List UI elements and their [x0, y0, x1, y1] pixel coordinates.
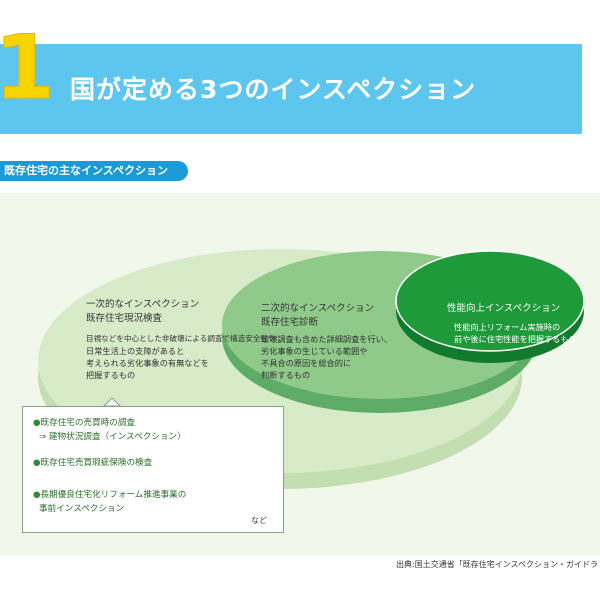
header-band [0, 44, 582, 134]
circle-1-title: 一次的なインスペクション 既存住宅現況検査 [86, 299, 200, 324]
list-item: ●既存住宅の売買時の調査 [33, 418, 136, 428]
circle-1-body: 目視などを中心とした非破壊による調査で構造安全性や 日常生活上の支障があると 考… [86, 334, 276, 380]
page-title: 国が定める3つのインスペクション [70, 75, 477, 104]
section-number: 1 [0, 16, 56, 119]
circle-2-body: 破壊調査も含めた詳細調査を行い、 劣化事象の生じている範囲や 不具合の原因を総合… [261, 334, 393, 380]
circle-3-title: 性能向上インスペクション [447, 303, 561, 314]
list-etc: など [251, 516, 267, 525]
list-item: ●長期優良住宅化リフォーム推進事業の [33, 490, 187, 500]
circle-3-body: 性能向上リフォーム実施時の 前や後に住宅性能を把握するもの [454, 322, 577, 344]
circle-2-title: 二次的なインスペクション 既存住宅診断 [261, 303, 375, 328]
inner-disc-top [395, 250, 585, 352]
list-item: ●既存住宅売買瑕疵保険の検査 [33, 458, 153, 468]
bullet-icon: ● [33, 458, 41, 468]
subheading-tab: 既存住宅の主なインスペクション [0, 161, 188, 181]
inspection-list-box: ●既存住宅の売買時の調査 ⇒ 建物状況調査（インスペクション） ●既存住宅売買瑕… [22, 406, 284, 533]
source-note: 出典:国土交通省「既存住宅インスペクション・ガイドラ [396, 560, 598, 569]
list-item-sub: 事前インスペクション [39, 504, 125, 514]
list-item-sub: ⇒ 建物状況調査（インスペクション） [39, 432, 186, 442]
bullet-icon: ● [33, 418, 41, 428]
bullet-icon: ● [33, 490, 41, 500]
